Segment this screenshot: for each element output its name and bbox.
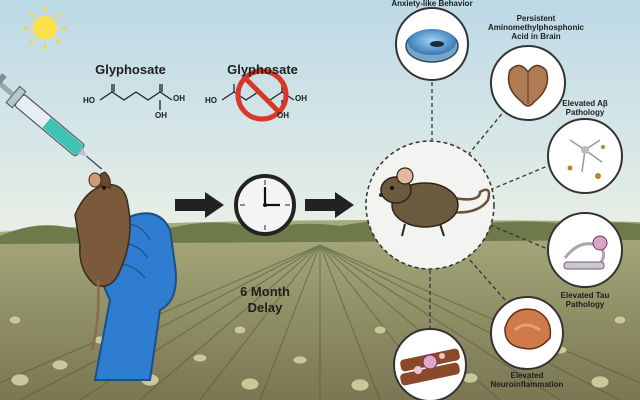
prohibition-icon: [235, 68, 289, 122]
glyphosate-left-oh-bottom: OH: [155, 111, 167, 120]
ampa-label-line3: Acid in Brain: [511, 32, 561, 41]
crop-plants: [8, 315, 627, 392]
arrow-to-clock-icon: [175, 192, 224, 218]
anxiety-label: Anxiety-like Behavior: [391, 0, 473, 8]
glyphosate-left-oh-top: OH: [173, 94, 185, 103]
vessel-circle: [393, 328, 467, 400]
tau-circle: [547, 212, 623, 288]
glyphosate-right-ho: HO: [205, 96, 217, 105]
anxiety-circle: [395, 7, 469, 81]
glyphosate-left-ho: HO: [83, 96, 95, 105]
neuro-label-line2: Neuroinflammation: [490, 380, 564, 389]
abeta-label-line1: Elevated Aβ: [562, 99, 608, 108]
abeta-label-line2: Pathology: [565, 108, 605, 117]
neuro-label-line1: Elevated: [510, 371, 544, 380]
ampa-label-line1: Persistent: [516, 14, 556, 23]
delay-label-line2: Delay: [247, 300, 283, 315]
glyphosate-structure-left: [99, 84, 173, 110]
glyphosate-title-right: Glyphosate: [227, 62, 298, 77]
tau-label-line1: Elevated Tau: [560, 291, 610, 300]
ampa-label-line2: Aminomethylphosphonic: [488, 23, 584, 32]
ampa-brain-circle: [490, 45, 566, 121]
abeta-circle: [547, 118, 623, 194]
mouse-icon: [379, 167, 491, 237]
dashed-connectors: [429, 82, 551, 330]
neuroinflammation-brain-circle: [490, 296, 564, 370]
sun-icon: [23, 6, 67, 50]
clock-icon: [234, 174, 296, 236]
glyphosate-right-oh-top: OH: [295, 94, 307, 103]
tau-label-line2: Pathology: [565, 300, 605, 309]
held-mouse-icon: [74, 171, 131, 351]
glyphosate-title-left: Glyphosate: [95, 62, 166, 77]
glyphosate-right-oh-bottom: OH: [277, 111, 289, 120]
delay-label-line1: 6 Month: [240, 284, 290, 299]
syringe-icon: [0, 73, 103, 170]
arrow-to-mouse-icon: [305, 192, 354, 218]
